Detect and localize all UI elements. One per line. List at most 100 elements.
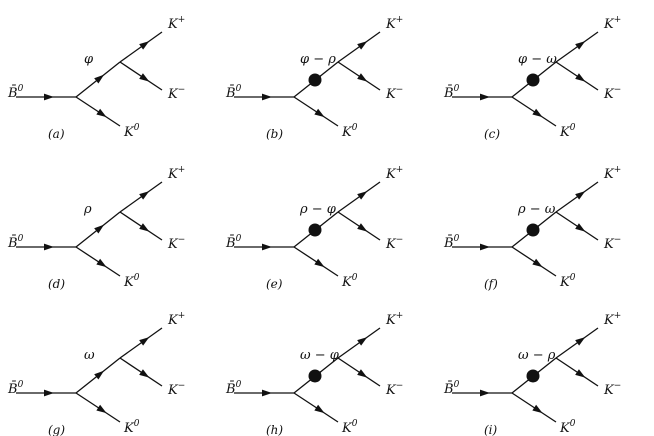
k0-label: K0 [559, 419, 576, 436]
b-bar-zero-label: B̄0 [7, 380, 24, 397]
k-plus-line [555, 31, 599, 63]
arrowhead [94, 370, 105, 380]
mediator-label: ω [84, 348, 95, 363]
arrowhead [357, 73, 368, 82]
caption-label: (h) [266, 423, 283, 436]
mixing-blob [308, 223, 322, 237]
caption-label: (c) [484, 127, 500, 141]
k0-label: K0 [559, 123, 576, 140]
k0-label: K0 [341, 273, 358, 290]
k-minus-label: K− [385, 381, 403, 398]
k-minus-line [119, 357, 163, 387]
mediator-label: φ [84, 52, 94, 67]
b-bar-zero-label: B̄0 [443, 234, 460, 251]
k-plus-line [337, 181, 381, 213]
diagram-c: B̄0 φ − ω K+ K− K0 (c) [443, 15, 621, 141]
arrowhead [96, 108, 107, 118]
diagram-e: B̄0ρ − φK+K−K0(e) [225, 165, 403, 291]
b-bar-zero-label: B̄0 [7, 84, 24, 101]
caption-label: (a) [48, 127, 65, 141]
diagram-d: B̄0ρK+K−K0(d) [7, 165, 185, 291]
arrowhead [44, 93, 54, 101]
mediator-label: ρ − φ [299, 202, 337, 217]
arrowhead [357, 223, 368, 232]
b-bar-zero-label: B̄0 [225, 380, 242, 397]
k-plus-label: K+ [385, 15, 403, 32]
mixing-blob [526, 73, 540, 87]
k-plus-line [337, 31, 381, 63]
mixing-blob [526, 369, 540, 383]
k-plus-line [119, 327, 163, 359]
arrowhead [96, 258, 107, 268]
arrowhead [357, 337, 368, 346]
arrowhead [262, 389, 272, 397]
mixing-blob [308, 73, 322, 87]
k-plus-line [337, 327, 381, 359]
k-minus-line [337, 211, 381, 241]
mixing-blob [308, 369, 322, 383]
b-bar-zero-label: B̄0 [225, 234, 242, 251]
k-minus-label: K− [385, 235, 403, 252]
arrowhead [575, 223, 586, 232]
k-plus-label: K+ [385, 165, 403, 182]
k0-line [293, 392, 339, 423]
k-minus-line [555, 357, 599, 387]
diagram-a: B̄0φK+K−K0(a) [7, 15, 185, 141]
diagram-g: B̄0 ω K+ K− K0 (g) [7, 311, 185, 436]
arrowhead [44, 389, 54, 397]
b-bar-zero-label: B̄0 [443, 84, 460, 101]
arrowhead [575, 73, 586, 82]
arrowhead [480, 243, 490, 251]
k-plus-label: K+ [385, 311, 403, 328]
k0-line [511, 246, 557, 277]
k-plus-line [119, 181, 163, 213]
diagram-h: B̄0ω − φK+K−K0(h) [225, 311, 403, 436]
arrowhead [139, 41, 150, 50]
k0-label: K0 [341, 419, 358, 436]
caption-label: (b) [266, 127, 283, 141]
arrowhead [575, 369, 586, 378]
k0-label: K0 [123, 419, 140, 436]
arrowhead [532, 258, 543, 268]
k0-line [75, 246, 121, 277]
mediator-label: φ − ω [518, 52, 557, 67]
k-plus-label: K+ [603, 311, 621, 328]
k0-label: K0 [559, 273, 576, 290]
k-plus-line [119, 31, 163, 63]
k-minus-line [119, 211, 163, 241]
k-minus-line [555, 211, 599, 241]
mediator-label: ω − ρ [518, 348, 556, 363]
mediator-label: ρ [83, 202, 92, 217]
caption-label: (d) [48, 277, 65, 291]
arrowhead [357, 369, 368, 378]
k-plus-label: K+ [167, 311, 185, 328]
arrowhead [94, 74, 105, 84]
k-minus-label: K− [167, 85, 185, 102]
k-plus-label: K+ [167, 165, 185, 182]
arrowhead [139, 223, 150, 232]
arrowhead [480, 93, 490, 101]
arrowhead [314, 258, 325, 268]
k-plus-label: K+ [603, 15, 621, 32]
arrowhead [532, 108, 543, 118]
mediator-label: φ − ρ [300, 52, 336, 67]
k-minus-label: K− [167, 381, 185, 398]
k-minus-label: K− [603, 235, 621, 252]
b-bar-zero-label: B̄0 [443, 380, 460, 397]
k-plus-line [555, 327, 599, 359]
k-minus-line [337, 61, 381, 91]
k-plus-label: K+ [603, 165, 621, 182]
b-bar-zero-label: B̄0 [7, 234, 24, 251]
arrowhead [96, 404, 107, 414]
k-minus-label: K− [167, 235, 185, 252]
k-minus-label: K− [603, 85, 621, 102]
caption-label: (g) [48, 423, 65, 436]
k-minus-line [337, 357, 381, 387]
k0-label: K0 [341, 123, 358, 140]
arrowhead [314, 108, 325, 118]
diagram-b: B̄0φ − ρK+K−K0(b) [225, 15, 403, 141]
k0-line [511, 96, 557, 127]
diagram-f: B̄0ρ − ωK+K−K0(f) [443, 165, 621, 291]
arrowhead [357, 191, 368, 200]
